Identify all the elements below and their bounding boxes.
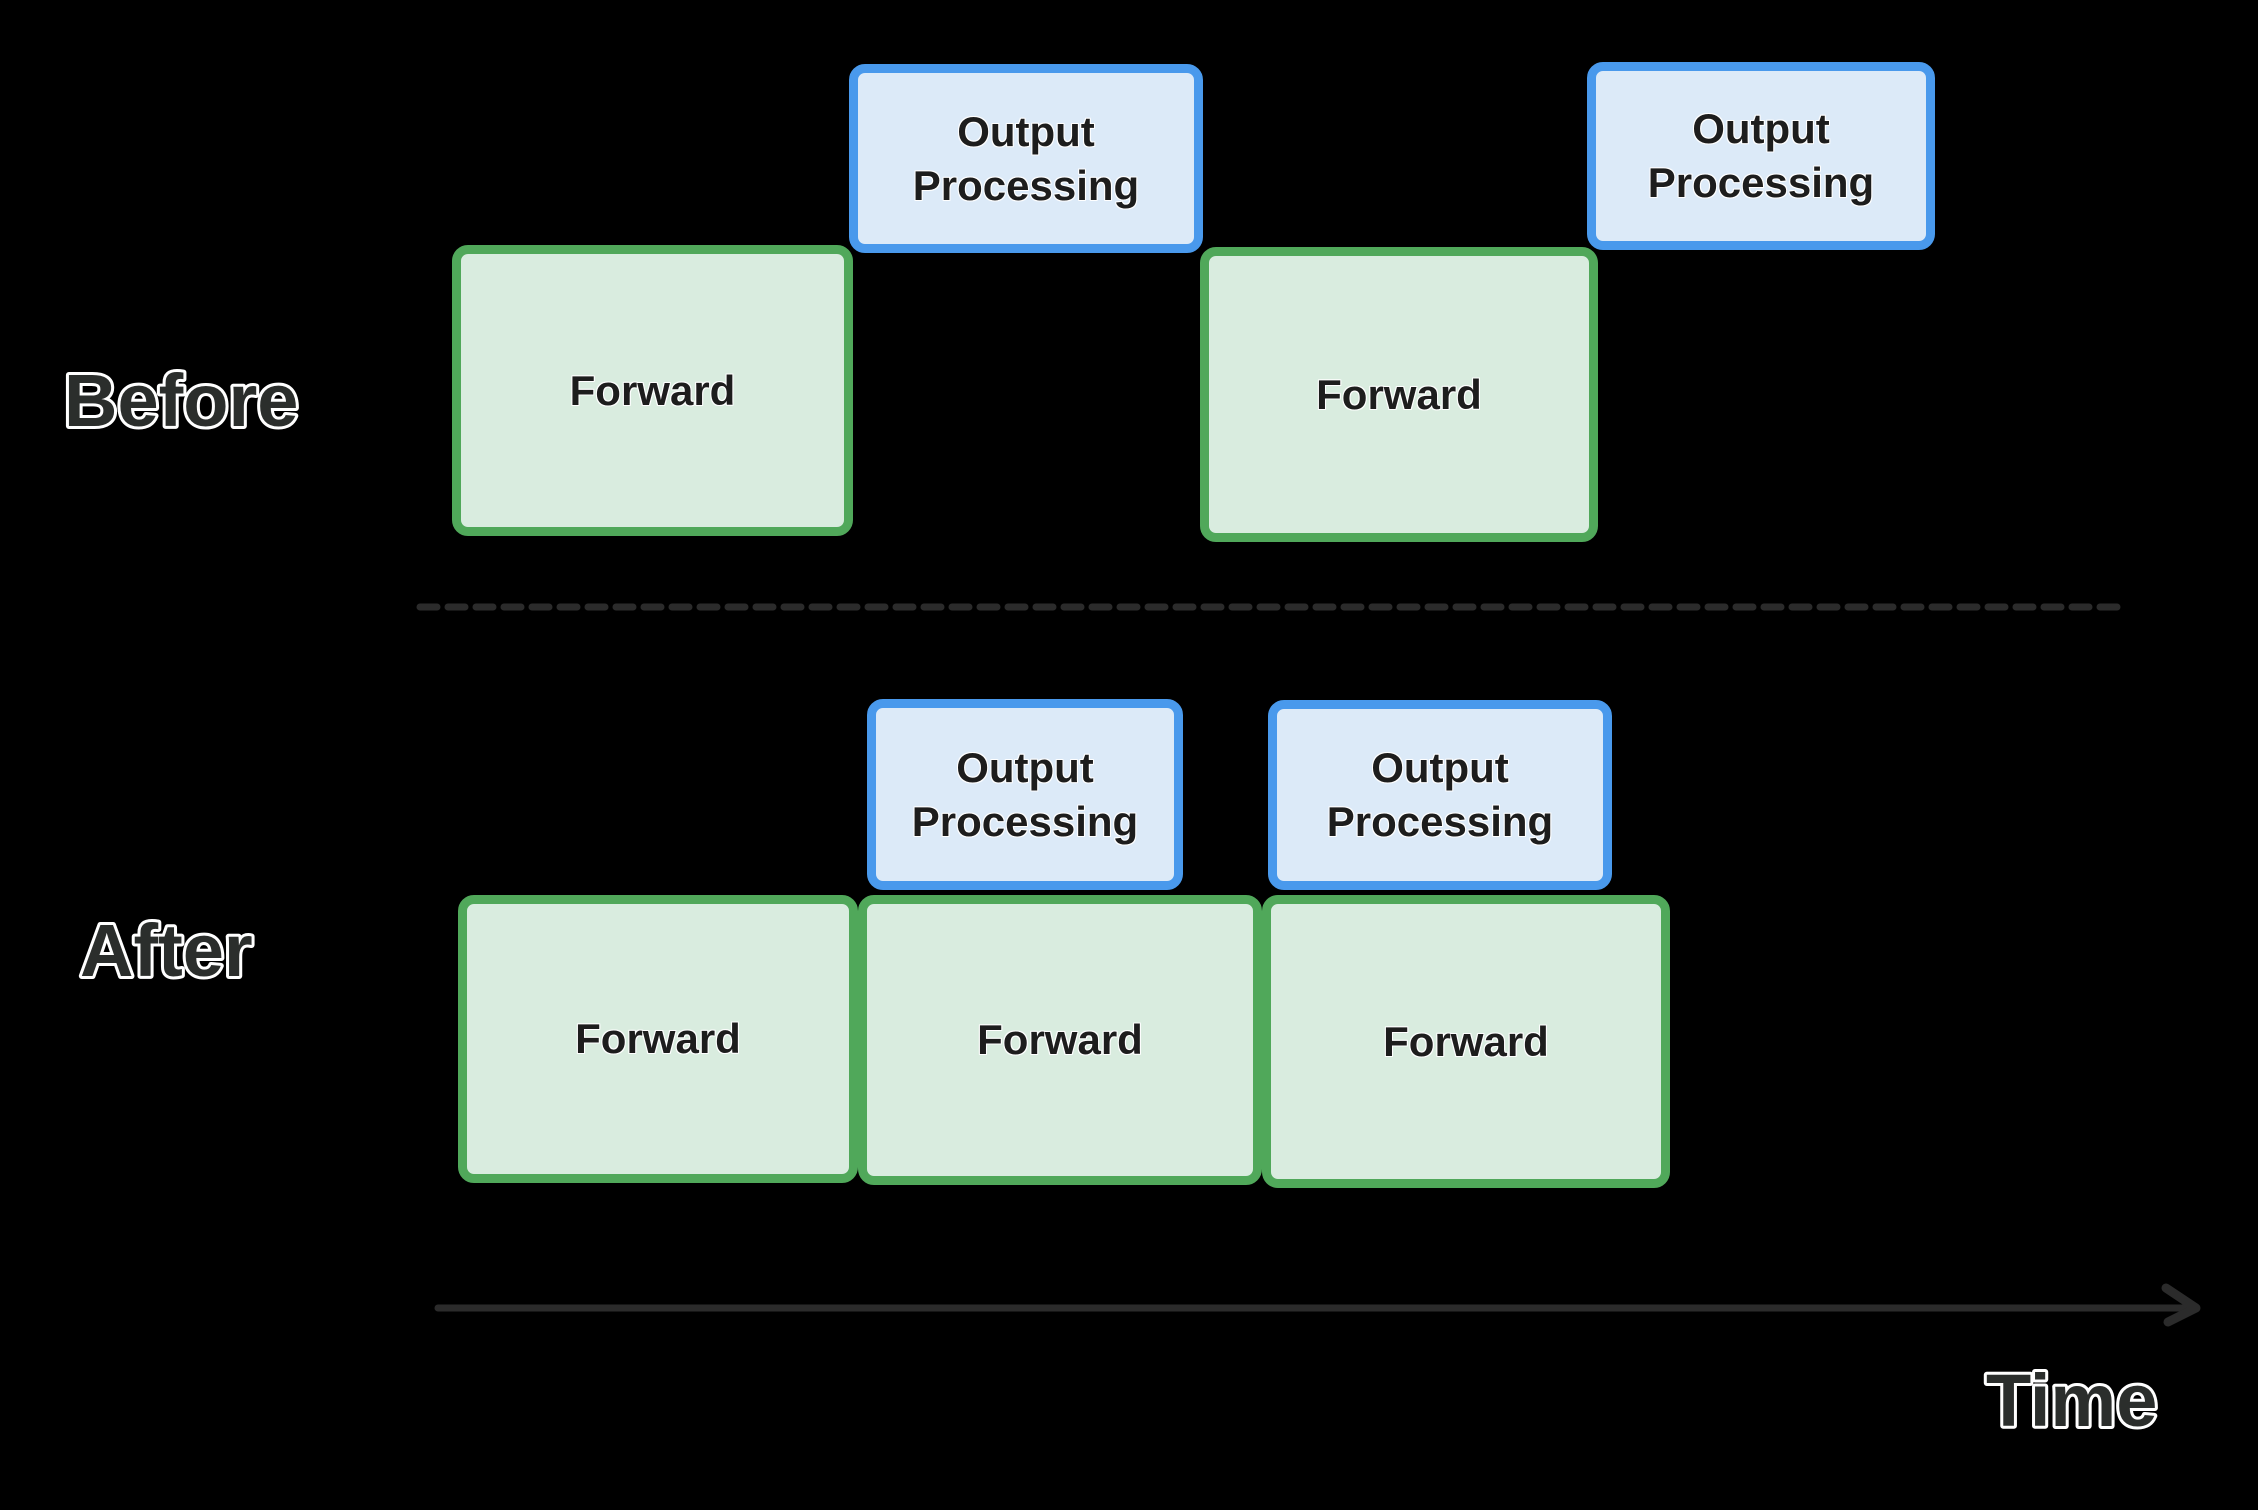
time-axis-label: Time: [1983, 1356, 2160, 1445]
before-output-processing-box-1: Output Processing: [849, 64, 1203, 253]
before-forward-box-2-label: Forward: [1316, 370, 1482, 418]
after-forward-box-3-label: Forward: [1383, 1017, 1549, 1065]
after-output-processing-box-2: Output Processing: [1268, 700, 1612, 890]
after-forward-box-1-label: Forward: [575, 1015, 741, 1063]
before-forward-box-1-label: Forward: [569, 366, 736, 414]
before-row-label-text: Before: [64, 359, 298, 442]
after-output-processing-box-1: Output Processing: [867, 699, 1183, 890]
before-output-processing-box-1-label: Output Processing: [912, 107, 1140, 209]
before-output-processing-box-2-label: Output Processing: [1647, 105, 1875, 206]
before-forward-box-2: Forward: [1200, 247, 1598, 542]
after-forward-box-1: Forward: [458, 895, 858, 1183]
after-row-label-text: After: [80, 909, 253, 992]
after-output-processing-box-2-label: Output Processing: [1326, 744, 1554, 845]
after-forward-box-3: Forward: [1262, 895, 1670, 1188]
after-forward-box-2-label: Forward: [977, 1016, 1143, 1064]
after-forward-box-2: Forward: [858, 895, 1262, 1185]
before-forward-box-1: Forward: [452, 245, 853, 536]
time-axis-arrowhead-icon: [2161, 1283, 2201, 1327]
before-row-label: Before: [61, 356, 301, 445]
after-row-label: After: [77, 906, 256, 995]
time-axis-label-text: Time: [1986, 1359, 2157, 1442]
after-output-processing-box-1-label: Output Processing: [911, 743, 1139, 845]
before-output-processing-box-2: Output Processing: [1587, 62, 1935, 250]
